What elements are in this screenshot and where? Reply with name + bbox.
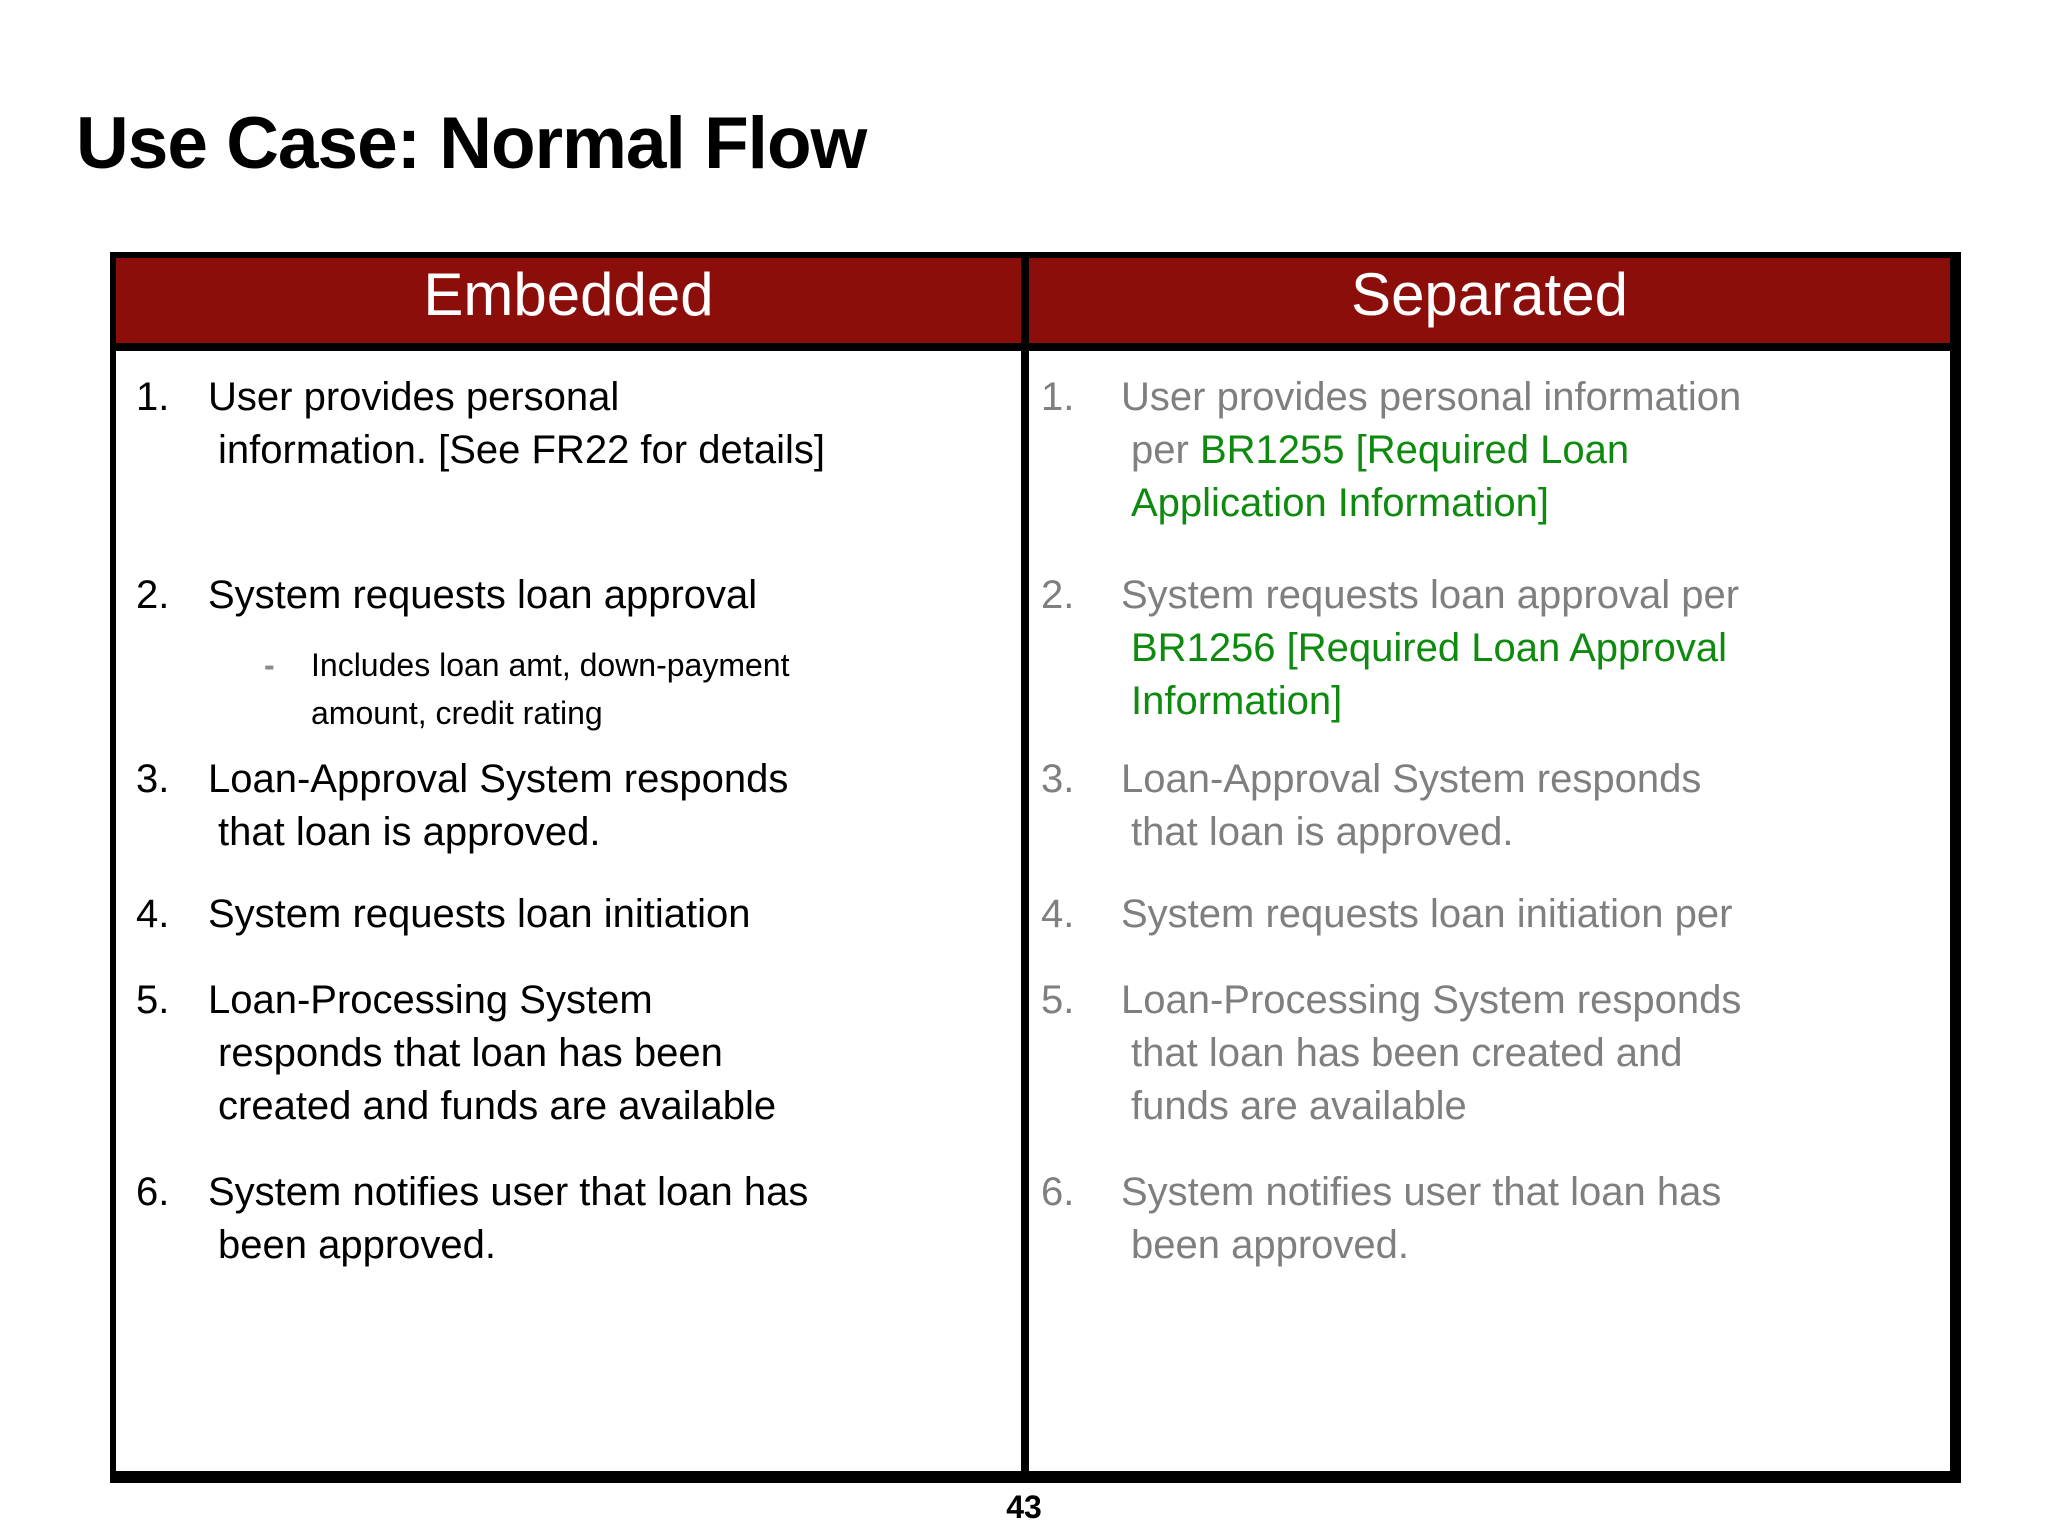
- item-number: 6.: [1041, 1170, 1075, 1214]
- sub-bullet: - Includes loan amt, down-payment amount…: [264, 641, 1021, 737]
- dash-bullet-icon: -: [264, 647, 275, 683]
- list-item: 5. Loan-Processing System responds that …: [1029, 974, 1950, 1133]
- item-text: System requests loan initiation: [208, 892, 751, 936]
- embedded-column: 1. User provides personal information. […: [116, 351, 1029, 1471]
- page-title: Use Case: Normal Flow: [76, 103, 867, 184]
- item-text: Loan-Processing System responds that loa…: [208, 978, 777, 1128]
- list-item: 1. User provides personal information. […: [116, 371, 1021, 477]
- list-item: 2. System requests loan approval per BR1…: [1029, 569, 1950, 728]
- item-text: System requests loan initiation per: [1121, 892, 1733, 936]
- item-text: Loan-Approval System responds that loan …: [208, 757, 789, 854]
- list-item: 6. System notifies user that loan has be…: [1029, 1166, 1950, 1272]
- use-case-table: Embedded Separated 1. User provides pers…: [110, 252, 1961, 1483]
- header-cell-separated: Separated: [1029, 258, 1950, 343]
- item-number: 1.: [1041, 375, 1075, 419]
- list-item: 2. System requests loan approval: [116, 569, 1021, 622]
- item-text: System requests loan approval per BR1256…: [1121, 569, 1739, 728]
- page-number: 43: [1006, 1489, 1042, 1525]
- separated-column: 1. User provides personal information pe…: [1029, 351, 1950, 1471]
- list-item: 3. Loan-Approval System responds that lo…: [1029, 753, 1950, 859]
- item-number: 5.: [1041, 978, 1075, 1022]
- item-number: 4.: [136, 892, 170, 936]
- item-text-plain: System requests loan approval per: [1121, 573, 1740, 617]
- item-number: 6.: [136, 1170, 170, 1214]
- list-item: 4. System requests loan initiation per: [1029, 888, 1950, 941]
- item-text: System requests loan approval: [208, 573, 758, 617]
- list-item: 3. Loan-Approval System responds that lo…: [116, 753, 1021, 859]
- item-number: 2.: [1041, 573, 1075, 617]
- item-text: Loan-Processing System responds that loa…: [1121, 978, 1742, 1128]
- list-item: 1. User provides personal information pe…: [1029, 371, 1950, 530]
- item-number: 5.: [136, 978, 170, 1022]
- business-rule-ref: BR1256 [Required Loan Approval Informati…: [1131, 626, 1727, 723]
- item-text: System notifies user that loan has been …: [1121, 1170, 1722, 1267]
- table-body-row: 1. User provides personal information. […: [116, 351, 1950, 1471]
- header-label-separated: Separated: [1351, 260, 1628, 328]
- item-number: 2.: [136, 573, 170, 617]
- business-rule-ref: BR1255 [Required Loan Application Inform…: [1131, 428, 1630, 525]
- item-text: Loan-Approval System responds that loan …: [1121, 757, 1702, 854]
- list-item: 5. Loan-Processing System responds that …: [116, 974, 1021, 1133]
- header-label-embedded: Embedded: [423, 260, 714, 328]
- list-item: 6. System notifies user that loan has be…: [116, 1166, 1021, 1272]
- item-number: 1.: [136, 375, 170, 419]
- item-number: 3.: [1041, 757, 1075, 801]
- item-text: User provides personal information per B…: [1121, 371, 1741, 530]
- item-text: System notifies user that loan has been …: [208, 1170, 809, 1267]
- item-text-plain: User provides personal information per: [1121, 375, 1742, 472]
- item-text: User provides personal information. [See…: [208, 375, 825, 472]
- item-number: 4.: [1041, 892, 1075, 936]
- list-item: 4. System requests loan initiation: [116, 888, 1021, 941]
- sub-bullet-text: Includes loan amt, down-payment amount, …: [311, 647, 790, 731]
- item-number: 3.: [136, 757, 170, 801]
- header-cell-embedded: Embedded: [116, 258, 1029, 343]
- table-header-row: Embedded Separated: [116, 258, 1950, 351]
